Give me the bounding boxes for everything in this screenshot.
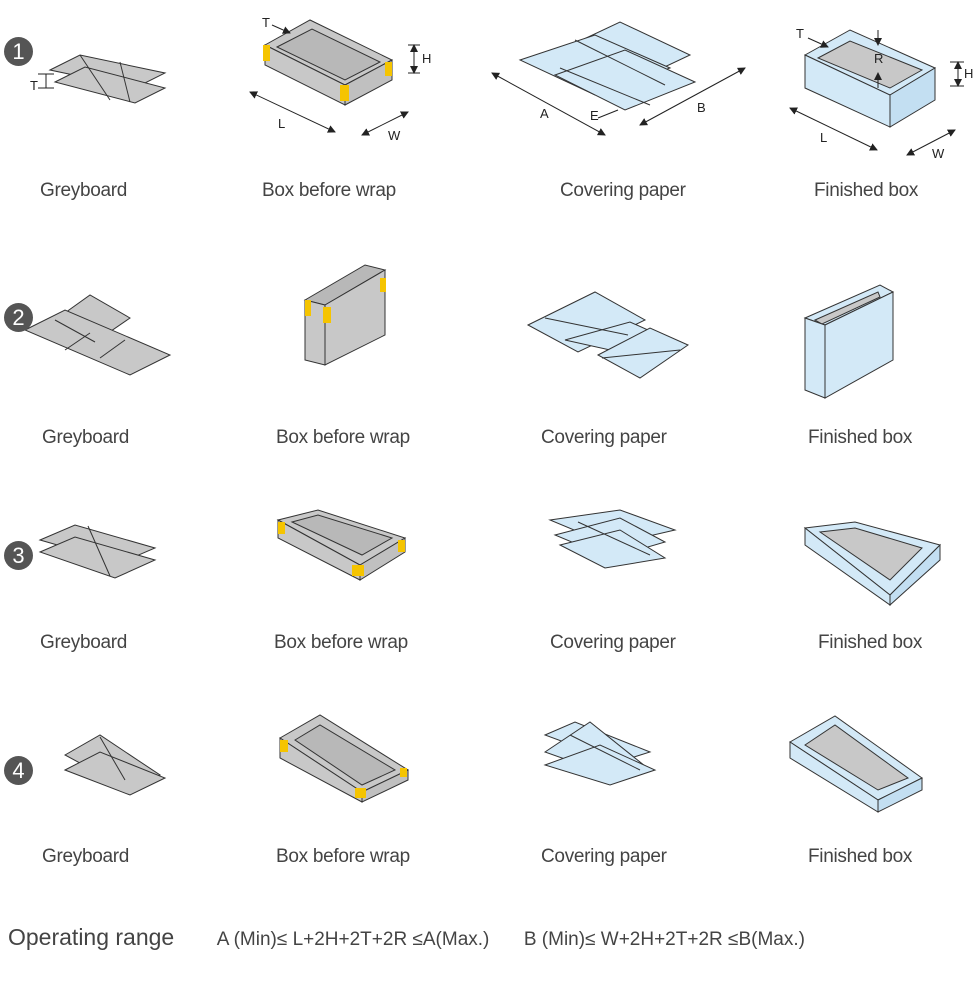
covering-paper-3 [548,509,677,569]
operating-range-footer: Operating range A (Min)≤ L+2H+2T+2R ≤A(M… [8,924,805,951]
caption-box-before-wrap-2: Box before wrap [276,427,410,448]
caption-finished-box-3: Finished box [818,632,923,653]
caption-greyboard-4: Greyboard [42,846,130,867]
covering-paper-2 [526,291,690,379]
caption-covering-paper-1: Covering paper [560,180,686,201]
row-number-badge-3: 3 [4,541,33,570]
box-before-wrap-2 [303,264,387,366]
caption-greyboard-3: Greyboard [40,632,128,653]
caption-box-before-wrap-3: Box before wrap [274,632,408,653]
box-before-wrap-1: T H L W [249,15,431,143]
dim-label-l-box: L [278,116,285,131]
caption-finished-box-2: Finished box [808,427,913,448]
caption-box-before-wrap-1: Box before wrap [262,180,396,201]
dim-label-h-finished: H [964,66,973,81]
caption-greyboard-2: Greyboard [42,427,130,448]
caption-finished-box-4: Finished box [808,846,913,867]
finished-box-1: T R H L W [789,26,973,161]
dim-label-w-finished: W [932,146,945,161]
formula-b: B (Min)≤ W+2H+2T+2R ≤B(Max.) [523,929,805,950]
dim-label-e: E [590,108,599,123]
box-before-wrap-3 [276,509,407,581]
finished-box-4 [789,715,923,813]
dim-label-l-finished: L [820,130,827,145]
caption-covering-paper-4: Covering paper [541,846,667,867]
caption-finished-box-1: Finished box [814,180,919,201]
operating-range-title: Operating range [8,924,175,950]
caption-greyboard-1: Greyboard [40,180,128,201]
greyboard-4 [63,734,167,796]
covering-paper-4 [543,721,657,786]
row-number-badge-4: 4 [4,756,33,785]
covering-paper-1: A B E [491,21,746,136]
caption-covering-paper-3: Covering paper [550,632,676,653]
row-number-badge-1: 1 [4,37,33,66]
dim-label-a: A [540,106,549,121]
greyboard-3 [38,524,157,579]
greyboard-2 [23,294,172,376]
dim-label-t-greyboard: T [30,78,38,93]
dim-label-t-box: T [262,15,270,30]
greyboard-1: T [30,54,167,104]
finished-box-3 [803,521,941,607]
formula-a: A (Min)≤ L+2H+2T+2R ≤A(Max.) [216,929,490,950]
dim-label-w-box: W [388,128,401,143]
dim-label-b: B [697,100,706,115]
caption-covering-paper-2: Covering paper [541,427,667,448]
box-before-wrap-4 [279,714,410,803]
caption-box-before-wrap-4: Box before wrap [276,846,410,867]
dim-label-r: R [874,51,883,66]
row-number-badge-2: 2 [4,303,33,332]
dim-label-t-finished: T [796,26,804,41]
finished-box-2 [803,284,895,399]
dim-label-h-box: H [422,51,431,66]
